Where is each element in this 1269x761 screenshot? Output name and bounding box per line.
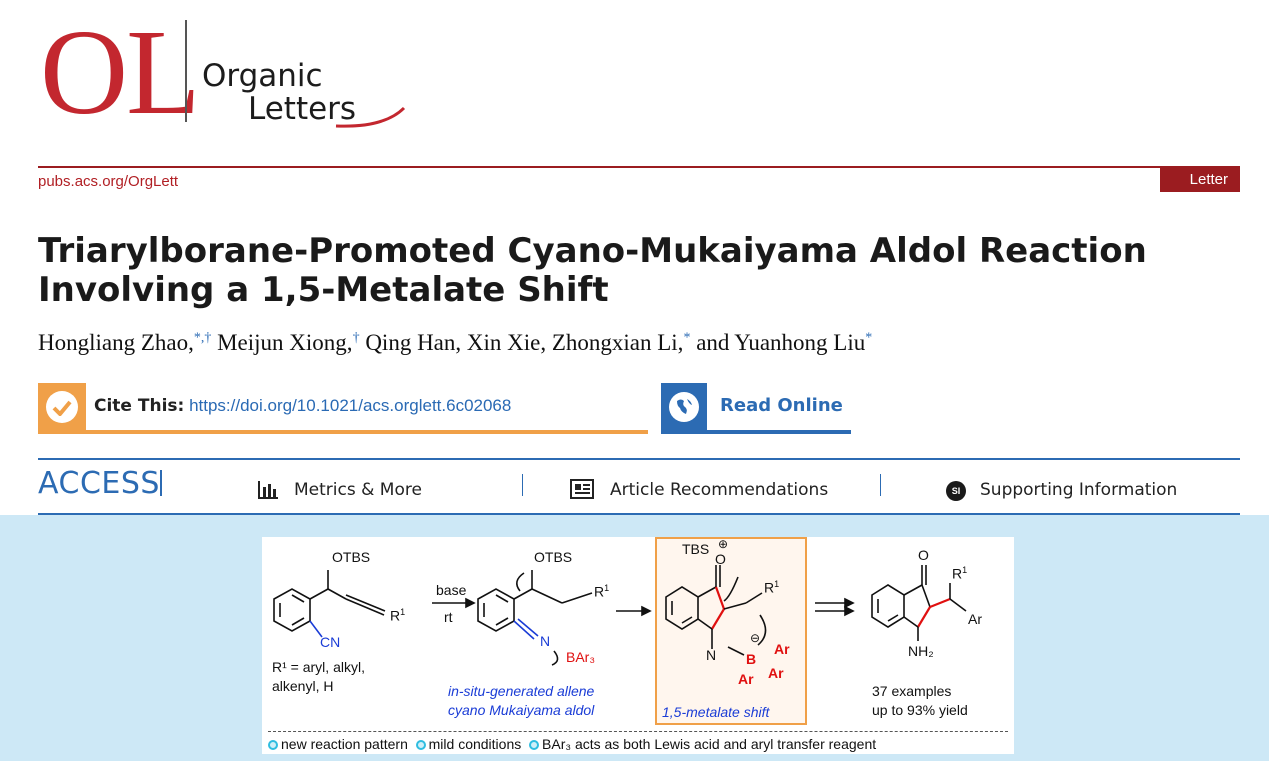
tbs-label: TBS	[682, 541, 710, 557]
borane-label: BAr₃	[566, 649, 596, 665]
access-separator	[522, 474, 523, 496]
plus-charge-icon: ⊕	[718, 537, 729, 551]
author-name[interactable]: Meijun Xiong,	[217, 330, 353, 355]
boron-label: B	[746, 651, 757, 667]
author-mark: †	[352, 330, 360, 346]
bar-chart-icon	[258, 481, 278, 499]
highlight-bullets: new reaction pattern mild conditions BAr…	[268, 736, 876, 752]
bullet-circle-icon	[415, 740, 426, 750]
access-label: ACCESS	[38, 466, 160, 501]
caption-allene-line2: cyano Mukaiyama aldol	[448, 702, 595, 718]
author-mark: *	[683, 330, 691, 346]
toc-graphic: OTBS R1 CN R¹ = aryl, alkyl, alkenyl, H …	[262, 537, 1014, 754]
minus-charge-icon: ⊖	[750, 631, 761, 645]
read-online-underline	[661, 430, 851, 434]
imine-n-label: N	[706, 647, 717, 663]
metrics-more-link[interactable]: Metrics & More	[294, 480, 422, 500]
aryl-label: Ar	[738, 671, 754, 687]
otbs-label: OTBS	[332, 549, 371, 565]
aryl-label: Ar	[768, 665, 784, 681]
access-separator	[880, 474, 881, 496]
logo-swoosh-icon	[335, 106, 406, 128]
r1-label: R1	[764, 579, 780, 596]
r1-label: R1	[952, 565, 968, 582]
bullet-text: mild conditions	[428, 736, 522, 752]
cite-this: Cite This: https://doi.org/10.1021/acs.o…	[94, 396, 511, 416]
journal-url-link[interactable]: pubs.acs.org/OrgLett	[38, 173, 179, 190]
reaction-scheme-drawing	[273, 565, 967, 666]
r1-definition-line1: R¹ = aryl, alkyl,	[272, 659, 365, 675]
newspaper-icon	[570, 479, 594, 499]
amine-label: NH₂	[908, 643, 934, 659]
article-type-badge: Letter	[1160, 168, 1240, 192]
caption-metalate-shift: 1,5-metalate shift	[662, 704, 770, 720]
header-rule	[38, 166, 1240, 168]
journal-name: Organic Letters	[202, 60, 356, 126]
otbs-label: OTBS	[534, 549, 573, 565]
article-title-line1: Triarylborane-Promoted Cyano-Mukaiyama A…	[38, 231, 1147, 271]
article-recommendations-link[interactable]: Article Recommendations	[610, 480, 829, 500]
caption-examples-line1: 37 examples	[872, 683, 952, 699]
bullet-circle-icon	[529, 740, 540, 750]
journal-name-line1: Organic	[202, 58, 323, 94]
journal-logo-letters: OL	[40, 5, 201, 140]
doi-link[interactable]: https://doi.org/10.1021/acs.orglett.6c02…	[189, 396, 512, 415]
author-mark: *	[865, 330, 873, 346]
ketone-o-label: O	[918, 547, 929, 563]
bullet-text: new reaction pattern	[281, 736, 408, 752]
aryl-label: Ar	[968, 611, 982, 627]
nitrile-label: CN	[320, 634, 341, 650]
globe-icon[interactable]	[661, 383, 707, 431]
caption-examples-line2: up to 93% yield	[872, 702, 968, 718]
highlight-box	[655, 537, 807, 725]
caption-allene-line1: in-situ-generated allene	[448, 683, 595, 699]
dashed-divider	[268, 731, 1008, 732]
r1-label: R1	[594, 583, 610, 600]
bullet-circle-icon	[268, 740, 278, 750]
oxonium-label: O	[715, 551, 726, 567]
article-title: Triarylborane-Promoted Cyano-Mukaiyama A…	[38, 232, 1238, 310]
author-name[interactable]: Qing Han, Xin Xie, Zhongxian Li,	[365, 330, 684, 355]
author-name[interactable]: Hongliang Zhao,	[38, 330, 194, 355]
r1-label: R1	[390, 607, 406, 624]
author-mark: *,†	[193, 330, 212, 346]
access-top-rule	[38, 458, 1240, 460]
article-title-line2: Involving a 1,5-Metalate Shift	[38, 270, 609, 310]
bullet-text: BAr₃ acts as both Lewis acid and aryl tr…	[542, 736, 877, 752]
cite-checkmark-icon[interactable]	[38, 383, 86, 431]
si-icon: SI	[946, 481, 966, 501]
logo-divider	[185, 20, 187, 122]
condition-base: base	[436, 582, 467, 598]
access-bottom-rule	[38, 513, 1240, 515]
cite-underline	[38, 430, 648, 434]
read-online-link[interactable]: Read Online	[720, 395, 843, 416]
access-separator	[160, 470, 162, 496]
imine-n-label: N	[540, 633, 551, 649]
author-name[interactable]: and Yuanhong Liu	[696, 330, 866, 355]
journal-name-line2: Letters	[248, 91, 357, 127]
r1-definition-line2: alkenyl, H	[272, 678, 334, 694]
condition-rt: rt	[444, 609, 453, 625]
cite-label: Cite This:	[94, 396, 185, 416]
supporting-information-link[interactable]: Supporting Information	[980, 480, 1178, 500]
aryl-label: Ar	[774, 641, 790, 657]
author-list: Hongliang Zhao,*,† Meijun Xiong,† Qing H…	[38, 330, 1258, 356]
